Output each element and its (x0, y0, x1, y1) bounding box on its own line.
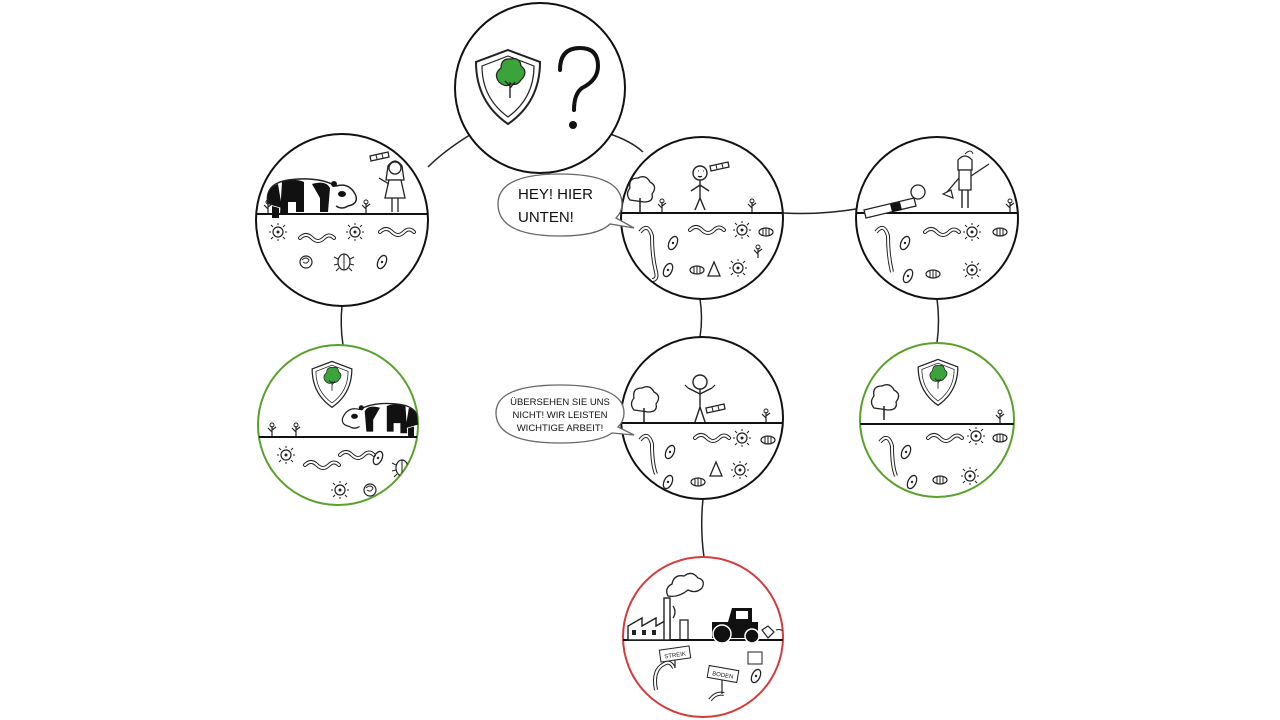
factory-icon (627, 597, 689, 641)
protest-sign-right-text: BODEN (712, 671, 734, 681)
speech-bubble-top: HEY! HIER UNTEN! (497, 173, 635, 237)
speech-bubble-middle-line1: ÜBERSEHEN SIE UNS (510, 397, 610, 408)
protest-worm-right: BODEN (706, 664, 740, 702)
protest-sign-left (658, 645, 692, 663)
smoke-cloud-icon (666, 572, 704, 598)
tractor-icon (712, 608, 783, 644)
knight-icon (941, 150, 990, 208)
connector-mid-bottom (700, 498, 705, 558)
connector-left-down (340, 305, 344, 346)
speech-bubble-middle: ÜBERSEHEN SIE UNS NICHT! WIR LEISTEN WIC… (495, 384, 635, 444)
protest-sign-left-text: STREIK (664, 652, 686, 661)
connector-right-down (936, 298, 940, 344)
node-panda-protected-circle (257, 344, 419, 506)
connector-mid-down (699, 298, 703, 338)
protest-sign-right (706, 664, 740, 684)
node-boy-shrug-circle (620, 336, 784, 500)
speech-bubble-top-line1: HEY! HIER (518, 186, 593, 203)
speech-bubble-middle-line2: NICHT! WIR LEISTEN (512, 410, 607, 421)
node-question (454, 2, 626, 174)
speech-bubble-middle-line3: WICHTIGE ARBEIT! (517, 423, 604, 434)
protest-worm-left: STREIK (653, 645, 692, 691)
connector-top-left (427, 132, 474, 168)
node-soil-protected (859, 342, 1015, 498)
tick-icon (709, 460, 723, 477)
connector-mid-right (782, 208, 857, 215)
node-soil-protected-circle (859, 342, 1015, 498)
node-panda-observed-circle (255, 133, 429, 307)
small-sign-icon (747, 651, 763, 665)
node-knight (855, 136, 1019, 300)
node-panda-observed (255, 133, 429, 307)
node-boy-observing (620, 136, 784, 300)
node-threat-circle (622, 556, 784, 718)
question-dot-icon (569, 121, 577, 129)
question-mark-icon (558, 45, 601, 112)
node-boy-observing-circle (620, 136, 784, 300)
node-threat: STREIK BODEN (622, 556, 784, 718)
woman-icon (378, 160, 406, 212)
lying-person-icon (863, 184, 926, 219)
speech-bubble-top-line2: UNTEN! (518, 209, 574, 226)
boy-icon (684, 374, 716, 423)
node-knight-circle (855, 136, 1019, 300)
node-panda-protected (257, 344, 419, 506)
node-question-circle (454, 2, 626, 174)
node-boy-shrug (620, 336, 784, 500)
tick-icon (707, 260, 721, 277)
